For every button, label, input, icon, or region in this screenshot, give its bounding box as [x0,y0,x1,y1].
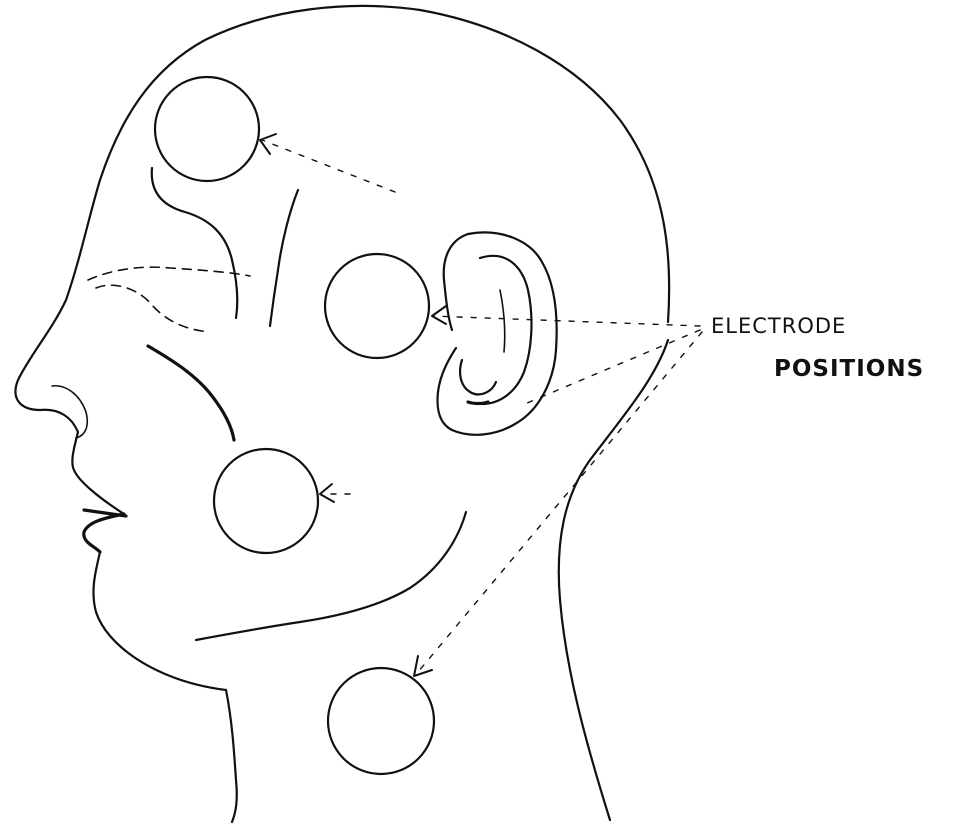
ear-tragus [460,360,496,394]
ear-inner-rim [444,234,468,330]
ear-inner-fold [480,256,531,404]
head-outline [15,6,669,432]
arrowhead-jaw [320,484,334,502]
ear-crus [500,290,505,352]
electrode-neck [328,668,434,774]
ear-lobe-mark [468,402,488,404]
electrode-forehead [155,77,259,181]
pointer-cheek [432,316,700,326]
brow-line [152,168,237,318]
label-electrode: ELECTRODE [711,314,846,338]
ear-outer [438,232,557,434]
neck-back-line [559,340,668,820]
upper-lip [72,432,124,514]
label-positions: POSITIONS [774,356,924,382]
electrode-jaw [214,449,318,553]
pointer-forehead [262,140,395,192]
temple-line [270,190,298,326]
eye-contour [96,285,210,332]
jaw-line-lower [196,622,300,640]
arrowhead-cheek [432,306,446,324]
cheek-line [148,346,234,440]
chin-jaw-outline [93,552,236,822]
jaw-line [300,512,466,622]
pointer-neck [418,332,702,672]
brow-contour [88,267,250,280]
pointer-ear-region [520,330,700,406]
electrode-cheek [325,254,429,358]
lower-lip [84,514,124,552]
